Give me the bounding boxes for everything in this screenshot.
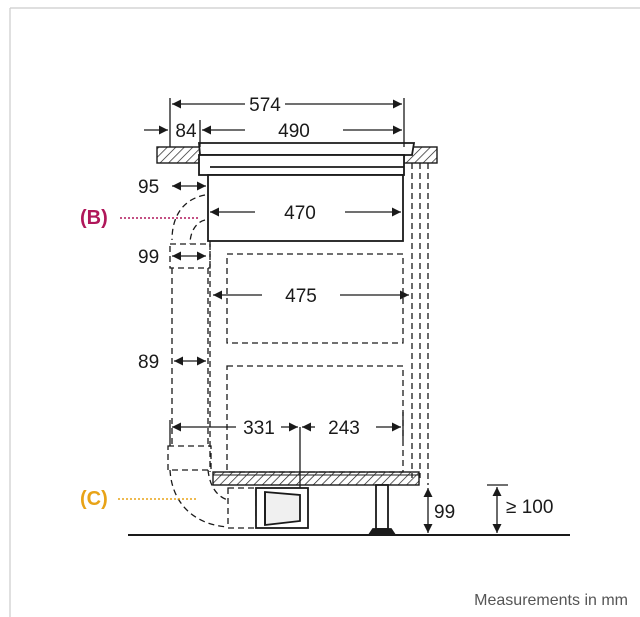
dim-min-floor-gap: ≥ 100 (487, 484, 553, 533)
dim-99-side-label: 99 (138, 247, 159, 268)
callout-b: (B) (80, 207, 200, 229)
drawer (207, 174, 404, 242)
dim-cutout-width: 490 (202, 121, 402, 142)
hob (198, 142, 416, 176)
dim-331-label: 331 (243, 418, 275, 439)
dim-left-offset: 84 (144, 120, 201, 147)
callout-c: (C) (80, 488, 198, 510)
callout-b-label: (B) (80, 207, 108, 229)
dim-gap-top: 95 (138, 177, 206, 198)
dim-574-label: 574 (249, 95, 281, 116)
dim-cabinet-width: 475 (213, 286, 409, 307)
dim-total-width: 574 (169, 95, 405, 147)
dim-243-label: 243 (328, 418, 360, 439)
callout-c-label: (C) (80, 488, 108, 510)
dim-floor-gap: 99 (423, 488, 455, 533)
cabinet-foot (367, 484, 397, 536)
frame-border (9, 7, 640, 617)
dim-gap-lower: 89 (138, 352, 206, 373)
dim-min-100-label: ≥ 100 (506, 497, 553, 518)
duct-outlet (255, 487, 309, 529)
dim-95-label: 95 (138, 177, 159, 198)
dim-490-label: 490 (278, 121, 310, 142)
dim-drawer-width: 470 (210, 203, 401, 224)
plinth (212, 471, 420, 486)
dim-470-label: 470 (284, 203, 316, 224)
dim-84-label: 84 (175, 121, 197, 142)
dim-99-floor-label: 99 (434, 502, 455, 523)
dim-475-label: 475 (285, 286, 317, 307)
exhaust-duct (167, 194, 257, 529)
dim-duct-offsets: 331 243 (169, 412, 404, 488)
dim-89-label: 89 (138, 352, 159, 373)
dim-gap-mid: 99 (138, 247, 206, 268)
measurements-caption: Measurements in mm (474, 592, 628, 609)
